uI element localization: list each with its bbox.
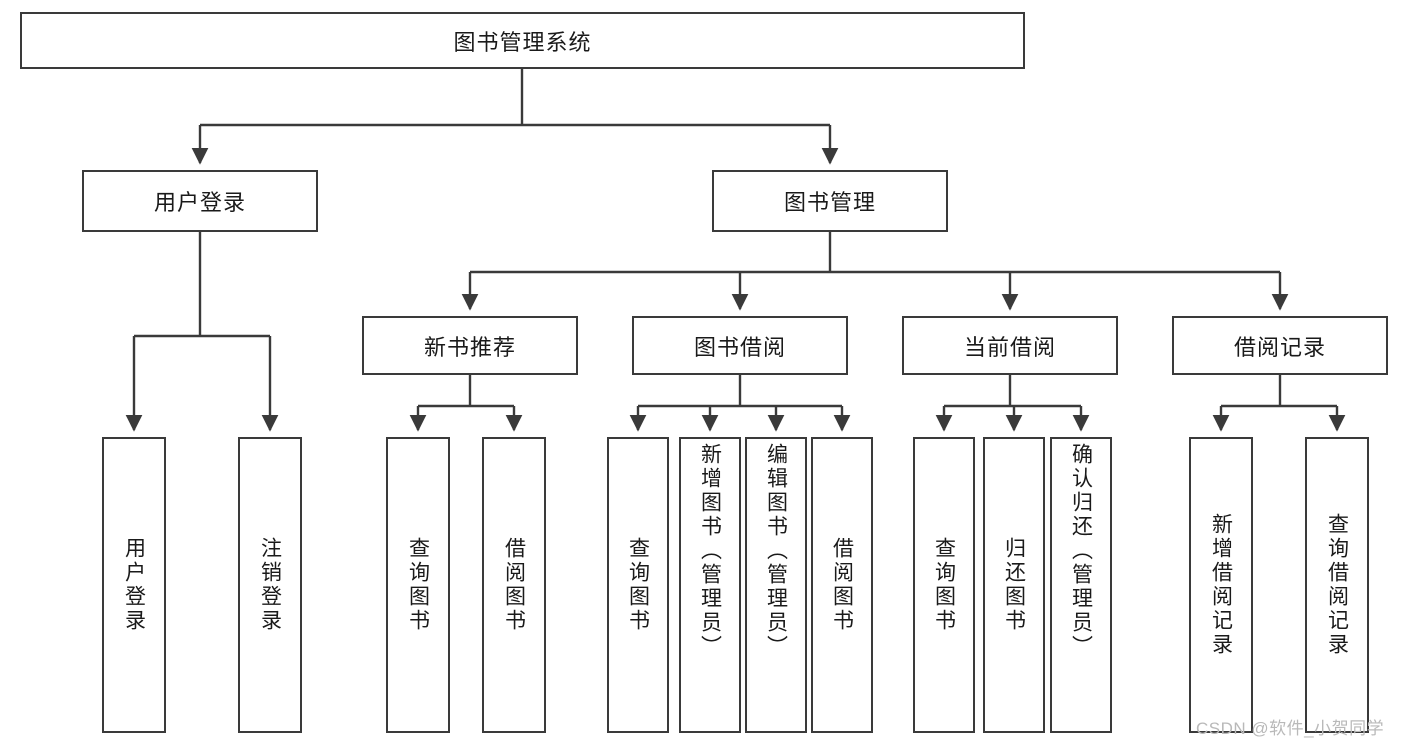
- node-leaf-confirm-return-admin[interactable]: 确认归还（管理员）: [1050, 437, 1112, 733]
- node-label: 当前借阅: [963, 334, 1056, 360]
- node-label: 确认归还（管理员）: [1069, 443, 1093, 659]
- node-label: 查询图书: [932, 537, 956, 633]
- node-leaf-query-book-current[interactable]: 查询图书: [913, 437, 975, 733]
- node-label: 用户登录: [153, 190, 246, 215]
- node-leaf-borrow-book[interactable]: 借阅图书: [811, 437, 873, 733]
- node-current-borrow[interactable]: 当前借阅: [902, 316, 1118, 375]
- node-leaf-logout[interactable]: 注销登录: [238, 437, 302, 733]
- node-label: 查询图书: [626, 537, 650, 633]
- csdn-watermark: CSDN @软件_小贺同学: [1196, 719, 1385, 738]
- node-leaf-query-book-recommend[interactable]: 查询图书: [386, 437, 450, 733]
- node-book-management[interactable]: 图书管理: [712, 170, 948, 232]
- node-user-login[interactable]: 用户登录: [82, 170, 318, 232]
- node-leaf-return-book[interactable]: 归还图书: [983, 437, 1045, 733]
- node-leaf-borrow-book-recommend[interactable]: 借阅图书: [482, 437, 546, 733]
- node-label: 图书管理: [783, 190, 876, 215]
- node-label: 借阅图书: [502, 537, 526, 633]
- node-label: 新增图书（管理员）: [698, 443, 722, 659]
- node-label: 注销登录: [258, 537, 282, 633]
- node-label: 查询图书: [406, 537, 430, 633]
- node-book-management-system[interactable]: 图书管理系统: [20, 12, 1025, 69]
- node-leaf-add-book-admin[interactable]: 新增图书（管理员）: [679, 437, 741, 733]
- node-label: 新增借阅记录: [1209, 513, 1233, 657]
- node-label: 归还图书: [1002, 537, 1026, 633]
- node-new-book-recommend[interactable]: 新书推荐: [362, 316, 578, 375]
- node-label: 新书推荐: [423, 334, 516, 360]
- node-label: 借阅图书: [830, 537, 854, 633]
- node-leaf-user-login[interactable]: 用户登录: [102, 437, 166, 733]
- node-label: 用户登录: [122, 537, 146, 633]
- node-label: 查询借阅记录: [1325, 513, 1349, 657]
- node-book-borrow[interactable]: 图书借阅: [632, 316, 848, 375]
- node-borrow-records[interactable]: 借阅记录: [1172, 316, 1388, 375]
- node-leaf-edit-book-admin[interactable]: 编辑图书（管理员）: [745, 437, 807, 733]
- node-leaf-query-book-borrow[interactable]: 查询图书: [607, 437, 669, 733]
- node-leaf-add-borrow-record[interactable]: 新增借阅记录: [1189, 437, 1253, 733]
- node-label: 图书借阅: [693, 334, 786, 360]
- node-leaf-query-borrow-record[interactable]: 查询借阅记录: [1305, 437, 1369, 733]
- node-label: 编辑图书（管理员）: [764, 443, 788, 659]
- node-label: 借阅记录: [1233, 334, 1326, 360]
- node-label: 图书管理系统: [453, 29, 592, 55]
